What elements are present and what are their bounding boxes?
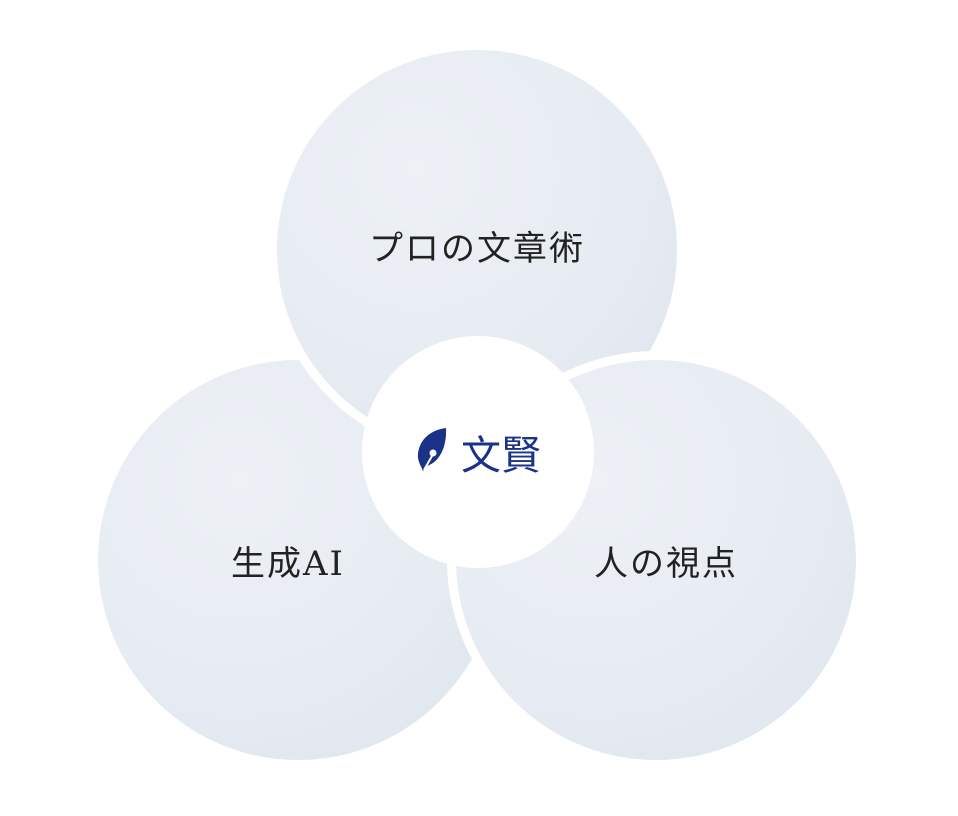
circle-label: プロの文章術 bbox=[369, 228, 585, 269]
center-logo: 文賢 bbox=[362, 336, 594, 568]
circle-label: 生成AI bbox=[231, 543, 345, 584]
circle-label: 人の視点 bbox=[594, 543, 738, 584]
logo-text: 文賢 bbox=[461, 433, 541, 479]
pen-nib-leaf-icon bbox=[415, 426, 449, 479]
